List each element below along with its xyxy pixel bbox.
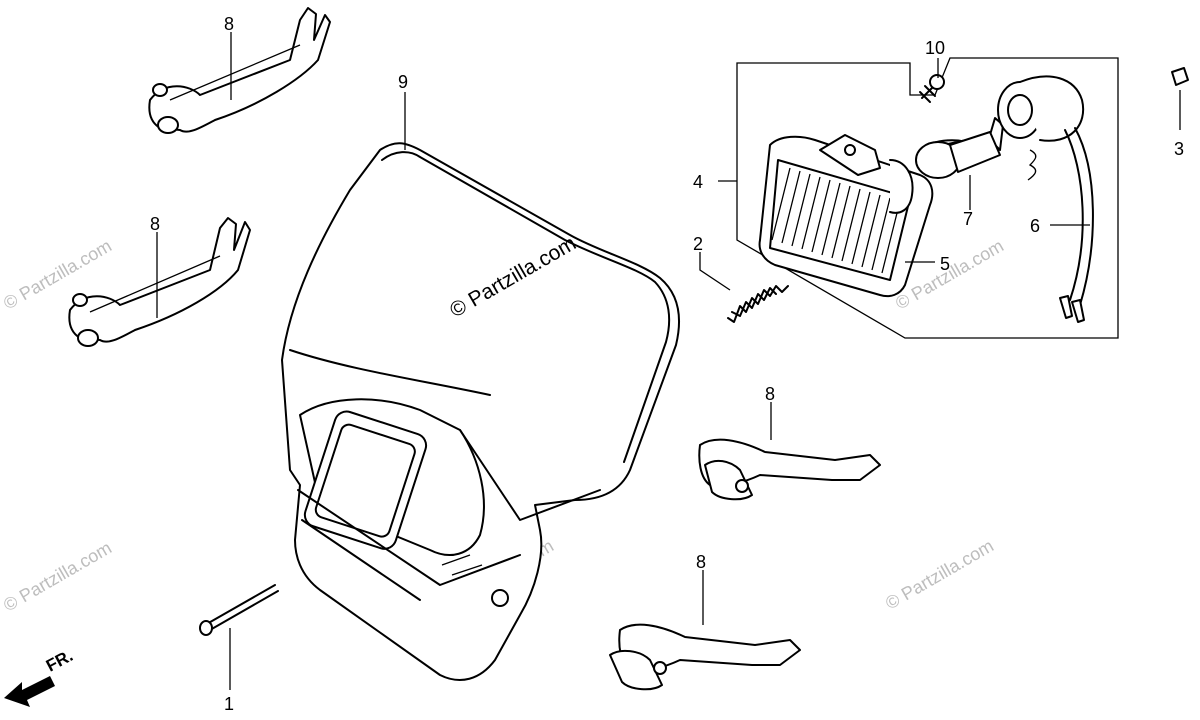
callout-3: 3	[1174, 139, 1184, 159]
callout-8-mid-left: 8	[150, 214, 160, 234]
callouts: 8 8 9 10 3 4 2 5 7 6 8 8 1	[150, 14, 1184, 714]
callout-10: 10	[925, 38, 945, 58]
callout-4: 4	[693, 172, 703, 192]
callout-6: 6	[1030, 216, 1040, 236]
headlight-unit-part-4	[736, 57, 1119, 339]
callout-1: 1	[224, 694, 234, 714]
stay-part-8-mid	[68, 217, 251, 347]
front-arrow-icon	[4, 676, 55, 707]
socket-part-6	[997, 75, 1094, 323]
callout-5: 5	[940, 254, 950, 274]
bolt-part-1	[199, 584, 279, 636]
stay-part-8-lower-2	[609, 623, 801, 691]
watermark-faint-4: © Partzilla.com	[882, 535, 997, 613]
front-direction-indicator: FR.	[4, 646, 76, 707]
bulb-part-7	[915, 117, 1004, 179]
screw-part-10	[919, 74, 945, 103]
callout-8-mid-right: 8	[765, 384, 775, 404]
spring-part-2	[727, 285, 789, 323]
callout-7: 7	[963, 209, 973, 229]
callout-9: 9	[398, 72, 408, 92]
headlight-cowl-part-9	[281, 142, 680, 681]
callout-8-bottom: 8	[696, 552, 706, 572]
nut-part-3	[1171, 67, 1189, 86]
stay-part-8-upper	[148, 7, 331, 134]
front-label: FR.	[43, 646, 76, 676]
watermark-faint-2: © Partzilla.com	[0, 537, 115, 615]
leader-lines	[156, 32, 1181, 690]
callout-2: 2	[693, 234, 703, 254]
stay-part-8-lower-1	[698, 438, 881, 501]
callout-8-top-left: 8	[224, 14, 234, 34]
